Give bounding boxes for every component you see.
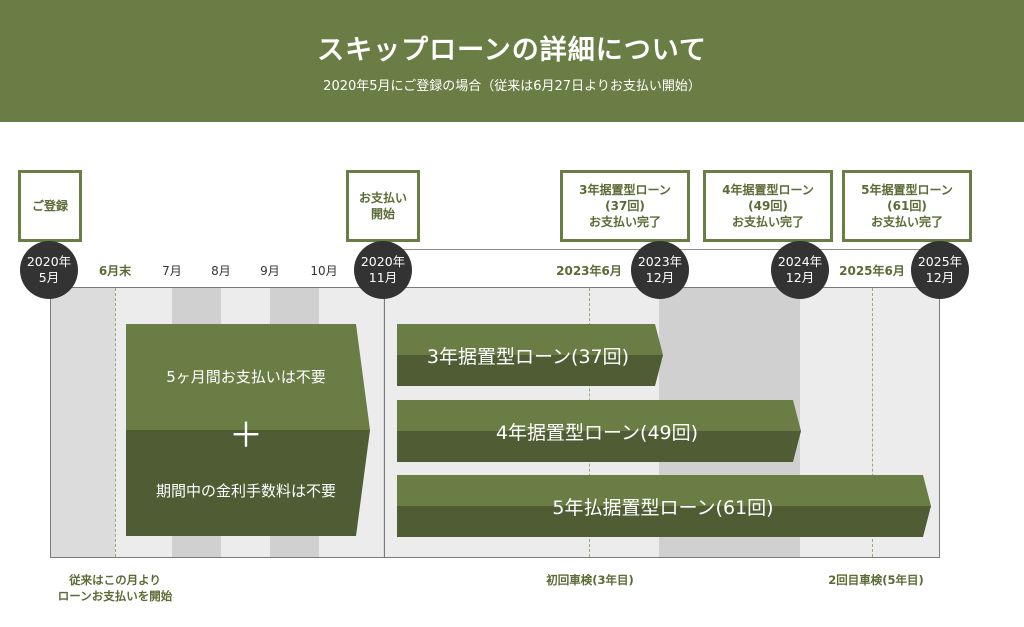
loan5-bar-top (397, 475, 931, 506)
loan4-box-line1: 4年据置型ローン (722, 183, 814, 197)
loan4-complete-box: 4年据置型ローン (49回) お支払い完了 (703, 170, 833, 242)
note-second-inspection: 2回目車検(5年目) (828, 573, 924, 587)
note-original-start-line2: ローンお支払いを開始 (57, 589, 173, 603)
note-original-start: 従来はこの月より ローンお支払いを開始 (30, 572, 200, 604)
loan3-box-line3: お支払い完了 (588, 215, 661, 229)
circle-year: 2025年 (917, 254, 963, 269)
circle-month: 11月 (368, 270, 398, 285)
date-circle-2020-05: 2020年 5月 (20, 241, 78, 299)
loan5-box-line2: (61回) (887, 199, 927, 213)
page-title: スキップローンの詳細について (317, 35, 707, 66)
payment-start-label-2: 開始 (370, 207, 395, 221)
loan4-bar (397, 400, 801, 462)
note-original-start-line1: 従来はこの月より (69, 573, 161, 587)
no-payment-arrow (126, 324, 370, 536)
circle-month: 5月 (38, 270, 60, 285)
no-fee-text: 期間中の金利手数料は不要 (155, 482, 336, 500)
month-label-aug: 8月 (211, 264, 231, 278)
payment-start-box: お支払い 開始 (346, 170, 420, 242)
circle-month: 12月 (785, 270, 815, 285)
month-label-sep: 9月 (260, 264, 280, 278)
loan3-bar (397, 324, 663, 386)
loan5-bar (397, 475, 931, 537)
loan5-box-line3: お支払い完了 (870, 215, 943, 229)
month-label-july: 7月 (162, 264, 182, 278)
arrow-top-half (126, 324, 370, 430)
loan3-box-line2: (37回) (605, 199, 645, 213)
payment-start-label-1: お支払い (358, 191, 407, 205)
date-circle-2025-12: 2025年 12月 (911, 241, 969, 299)
month-label-2023-june: 2023年6月 (556, 264, 622, 278)
month-label-2025-june: 2025年6月 (839, 264, 905, 278)
loan4-bar-bottom (397, 431, 801, 462)
loan5-complete-box: 5年据置型ローン (61回) お支払い完了 (842, 170, 972, 242)
month-label-oct: 10月 (310, 264, 338, 278)
loan4-box-line3: お支払い完了 (731, 215, 804, 229)
loan4-bar-label: 4年据置型ローン(49回) (495, 422, 699, 444)
loan4-bar-top (397, 400, 801, 431)
loan4-box-line2: (49回) (748, 199, 788, 213)
page-subtitle: 2020年5月にご登録の場合（従来は6月27日よりお支払い開始） (323, 79, 701, 94)
circle-month: 12月 (925, 270, 955, 285)
circle-year: 2024年 (777, 254, 823, 269)
header-banner (0, 0, 1024, 122)
date-circle-2023-12: 2023年 12月 (631, 241, 689, 299)
register-label: ご登録 (31, 199, 68, 213)
loan3-bar-label: 3年据置型ローン(37回) (426, 346, 630, 368)
no-payment-text: 5ヶ月間お支払いは不要 (166, 368, 326, 386)
circle-month: 12月 (645, 270, 675, 285)
loan3-box-line1: 3年据置型ローン (579, 183, 671, 197)
loan5-bar-bottom (397, 506, 931, 537)
plus-sign: ＋ (229, 416, 263, 456)
loan3-bar-bottom (397, 355, 663, 386)
arrow-bottom-half (126, 430, 370, 536)
loan5-bar-label: 5年払据置型ローン(61回) (552, 497, 774, 519)
circle-year: 2023年 (637, 254, 683, 269)
date-circle-2020-11: 2020年 11月 (354, 241, 412, 299)
dashed-line-2025 (872, 288, 873, 557)
loan3-complete-box: 3年据置型ローン (37回) お支払い完了 (560, 170, 690, 242)
month-label-june-end: 6月末 (98, 264, 132, 278)
loan5-box-line1: 5年据置型ローン (861, 183, 953, 197)
divider-line (384, 287, 385, 558)
register-box: ご登録 (18, 170, 82, 242)
date-circle-2024-12: 2024年 12月 (771, 241, 829, 299)
note-first-inspection: 初回車検(3年目) (546, 573, 634, 587)
circle-year: 2020年 (360, 254, 406, 269)
circle-year: 2020年 (26, 254, 72, 269)
dashed-line-june (115, 288, 116, 557)
loan3-bar-top (397, 324, 663, 355)
